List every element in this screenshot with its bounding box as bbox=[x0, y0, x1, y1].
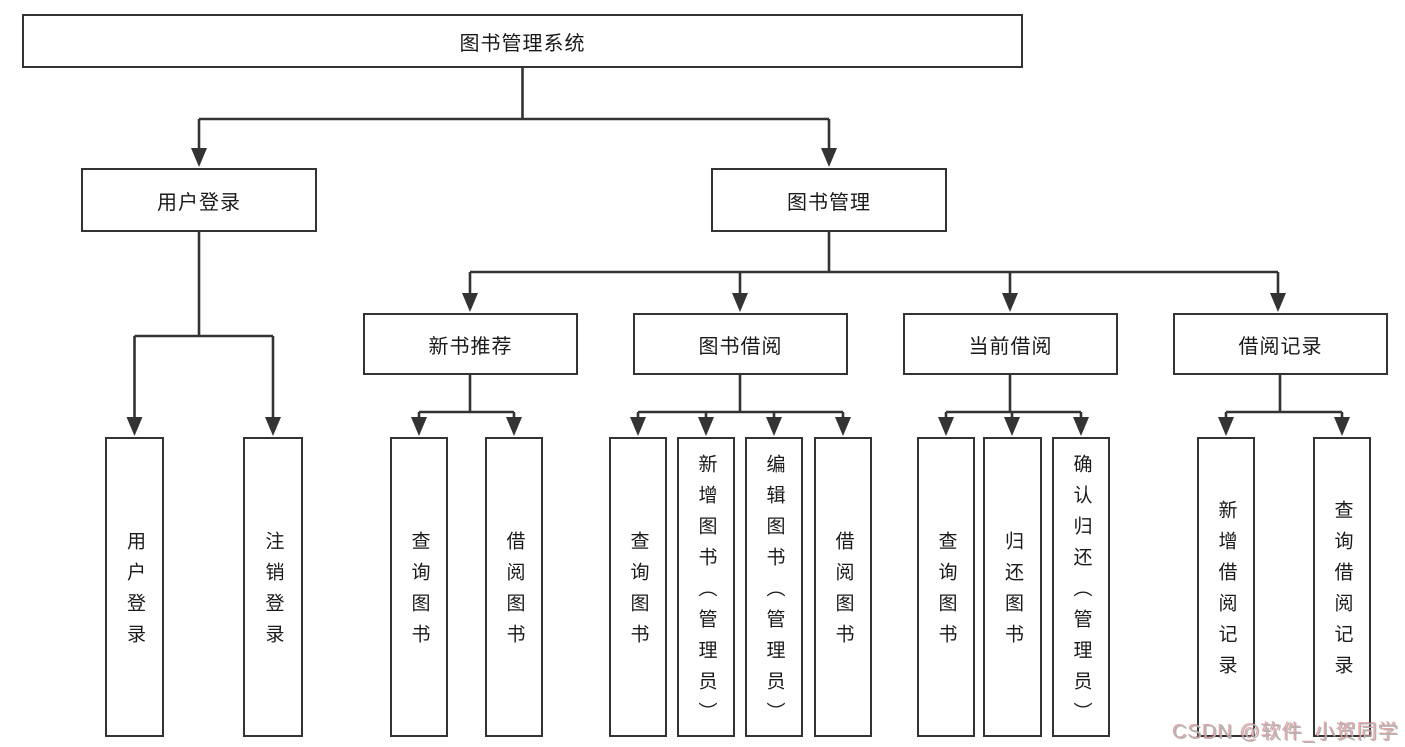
node-label: 当前借阅 bbox=[968, 335, 1053, 358]
node-label: 编辑图书（管理员） bbox=[763, 453, 785, 733]
node-label: 借阅图书 bbox=[503, 531, 525, 655]
node-label: 查询图书 bbox=[408, 531, 430, 655]
node-label: 图书管理系统 bbox=[459, 32, 586, 55]
leaf-logout: 注销登录 bbox=[243, 437, 303, 737]
node-label: 图书借阅 bbox=[698, 335, 783, 358]
leaf-borrow-book: 借阅图书 bbox=[814, 437, 872, 737]
arrowhead-icons bbox=[126, 148, 1350, 436]
leaf-add-book-admin: 新增图书（管理员） bbox=[677, 437, 735, 737]
node-book-management: 图书管理 bbox=[711, 168, 947, 232]
leaf-confirm-return-admin: 确认归还（管理员） bbox=[1052, 437, 1110, 737]
node-label: 查询图书 bbox=[935, 531, 957, 655]
leaf-query-borrow-record: 查询借阅记录 bbox=[1313, 437, 1371, 737]
node-label: 用户登录 bbox=[157, 191, 241, 214]
node-label: 图书管理 bbox=[787, 191, 871, 214]
node-label: 借阅图书 bbox=[832, 531, 854, 655]
node-label: 借阅记录 bbox=[1238, 335, 1323, 358]
node-label: 新书推荐 bbox=[428, 335, 513, 358]
leaf-return-book: 归还图书 bbox=[983, 437, 1042, 737]
node-current-borrowing: 当前借阅 bbox=[903, 313, 1118, 375]
node-label: 查询借阅记录 bbox=[1331, 500, 1353, 686]
csdn-watermark: CSDN @软件_小贺同学 bbox=[1173, 722, 1400, 744]
node-label: 新增图书（管理员） bbox=[695, 453, 717, 733]
leaf-borrow-book-recommend: 借阅图书 bbox=[485, 437, 543, 737]
node-label: 用户登录 bbox=[124, 531, 145, 655]
node-label: 确认归还（管理员） bbox=[1070, 453, 1092, 733]
leaf-query-book-current: 查询图书 bbox=[917, 437, 975, 737]
node-borrowing-records: 借阅记录 bbox=[1173, 313, 1388, 375]
node-label: 归还图书 bbox=[1002, 531, 1023, 655]
leaf-query-book-borrowing: 查询图书 bbox=[609, 437, 667, 737]
leaf-query-book-recommend: 查询图书 bbox=[390, 437, 448, 737]
node-label: 注销登录 bbox=[262, 531, 284, 655]
node-library-management-system: 图书管理系统 bbox=[22, 14, 1023, 68]
node-label: 新增借阅记录 bbox=[1215, 500, 1237, 686]
leaf-user-login: 用户登录 bbox=[105, 437, 164, 737]
node-user-login: 用户登录 bbox=[81, 168, 317, 232]
node-label: 查询图书 bbox=[627, 531, 649, 655]
leaf-add-borrow-record: 新增借阅记录 bbox=[1197, 437, 1255, 737]
leaf-edit-book-admin: 编辑图书（管理员） bbox=[745, 437, 803, 737]
node-new-book-recommend: 新书推荐 bbox=[363, 313, 578, 375]
node-book-borrowing: 图书借阅 bbox=[633, 313, 848, 375]
